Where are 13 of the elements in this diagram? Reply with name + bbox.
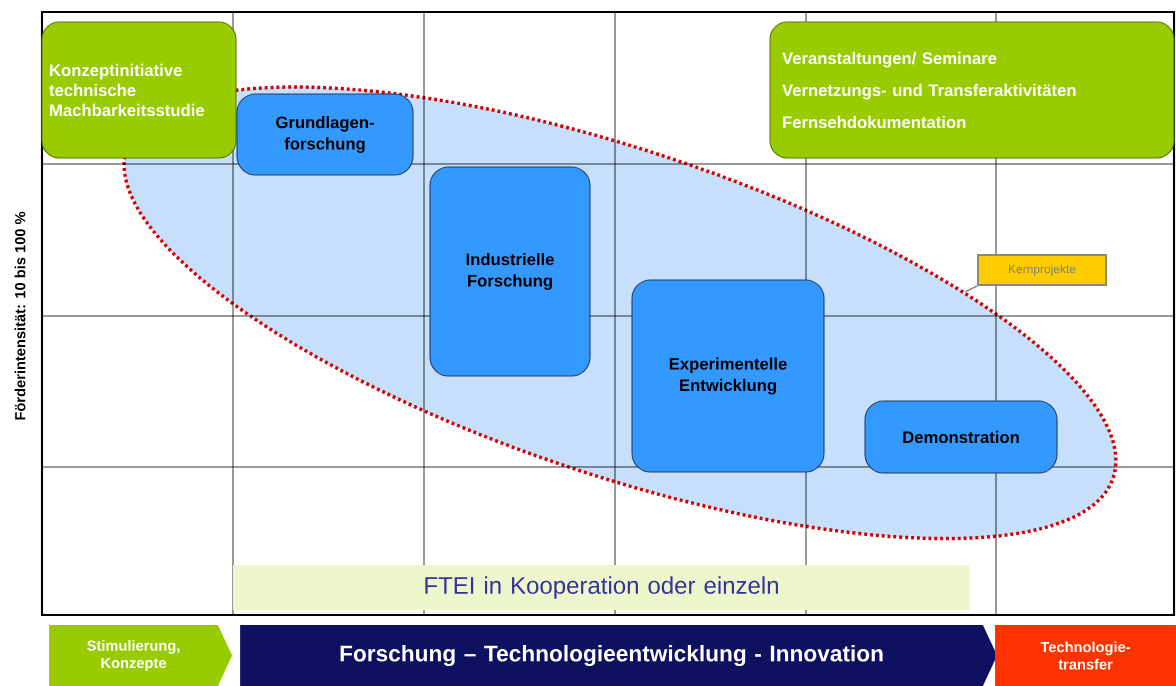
phase-box: Experimentelle Entwicklung	[631, 279, 825, 473]
initiative-box: Konzeptinitiative technische Machbarkeitsstudie	[41, 21, 237, 159]
phase-box: Demonstration	[864, 400, 1058, 474]
activities-box: Veranstaltungen/ Seminare Vernetzungs- und Transferaktivitäten Fernsehdokumentation	[769, 21, 1175, 159]
stage-box: Technologie- transfer	[995, 625, 1176, 686]
callout-box: Kernprojekte	[977, 254, 1107, 286]
banner: FTEI in Kooperation oder einzeln	[233, 565, 970, 610]
phase-box: Industrielle Forschung	[429, 166, 591, 377]
stage-banner: Forschung – Technologieentwicklung - Innovation	[240, 625, 998, 686]
stage-banner: Stimulierung, Konzepte	[49, 625, 233, 686]
phase-box: Grundlagen- forschung	[236, 93, 414, 176]
leader-line	[964, 285, 978, 293]
axis-label: Förderintensität: 10 bis 100 %	[14, 211, 26, 420]
